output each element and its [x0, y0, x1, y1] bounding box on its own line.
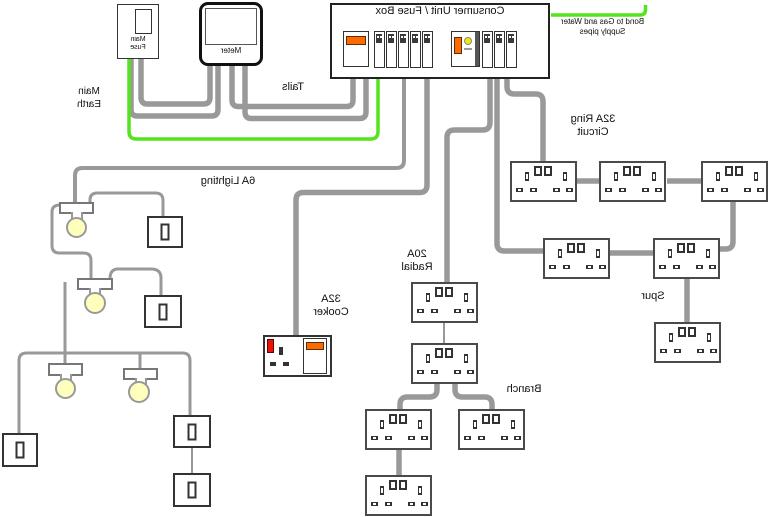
bulb-icon: [84, 292, 106, 314]
main-earth-label: Main Earth: [77, 86, 101, 110]
socket-ring-3: [701, 161, 768, 202]
breaker-module: [398, 31, 409, 68]
breaker-module: [410, 31, 421, 68]
meter-display: [205, 8, 257, 45]
socket-radial-1: [411, 282, 478, 323]
socket-ring-1: [510, 161, 577, 202]
cooker-neon-indicator-icon: [267, 339, 274, 353]
breaker-module: [386, 31, 397, 68]
rcd-divider: [475, 32, 479, 66]
main-fuse-cartridge: [135, 9, 152, 34]
earth-wires: [127, 5, 648, 141]
bulb-icon: [66, 217, 87, 238]
lighting-circuit-label: 6A Lighting: [200, 175, 256, 187]
light-switch: [2, 433, 38, 467]
socket-radial-2: [411, 343, 478, 384]
circuit-wires: [17, 58, 736, 476]
socket-branch-1: [365, 409, 432, 450]
breaker-module: [374, 31, 385, 68]
ceiling-rose: [77, 278, 113, 290]
main-fuse-label: Main Fuse: [130, 36, 146, 52]
socket-ring-5: [653, 238, 720, 279]
bond-note-label: Bond to Gas and Water Supply pipes: [560, 17, 645, 36]
bulb-icon: [128, 381, 150, 403]
light-switch: [173, 473, 211, 507]
rcd-switch-lever-icon: [454, 37, 462, 54]
breaker-module: [494, 31, 505, 68]
ceiling-rose: [123, 368, 158, 380]
breaker-module: [506, 31, 517, 68]
cooker-switch-lever-icon: [306, 342, 324, 350]
socket-ring-2: [599, 161, 666, 202]
light-switch: [147, 216, 183, 248]
branch-label: Branch: [506, 383, 542, 395]
ring-circuit-label: 32A Ring Circuit: [570, 113, 616, 139]
radial-circuit-label: 20A Radial: [401, 248, 433, 274]
consumer-unit-title: Consumer Unit / Fuse Box: [375, 5, 505, 17]
spur-label: Spur: [641, 290, 665, 302]
cooker-socket-pin: [279, 347, 283, 355]
light-switch: [144, 295, 182, 328]
rcd-test-button-icon: [464, 37, 472, 45]
ceiling-rose: [48, 363, 83, 376]
main-switch-lever-icon: [346, 36, 366, 45]
rcd-label-line: [464, 48, 472, 50]
cooker-circuit-label: 32A Cooker: [313, 293, 349, 319]
tails-label: Tails: [282, 81, 305, 93]
socket-branch-3: [365, 475, 432, 516]
socket-ring-4: [543, 238, 610, 279]
ceiling-rose: [59, 202, 94, 214]
cooker-socket-pin: [283, 362, 289, 366]
breaker-module: [482, 31, 493, 68]
socket-branch-2: [458, 409, 525, 450]
cooker-socket-pin: [270, 362, 276, 366]
light-switch: [173, 415, 211, 448]
socket-spur: [654, 322, 721, 363]
bulb-icon: [55, 378, 76, 399]
meter-label: Meter: [220, 46, 242, 55]
breaker-module: [422, 31, 433, 68]
